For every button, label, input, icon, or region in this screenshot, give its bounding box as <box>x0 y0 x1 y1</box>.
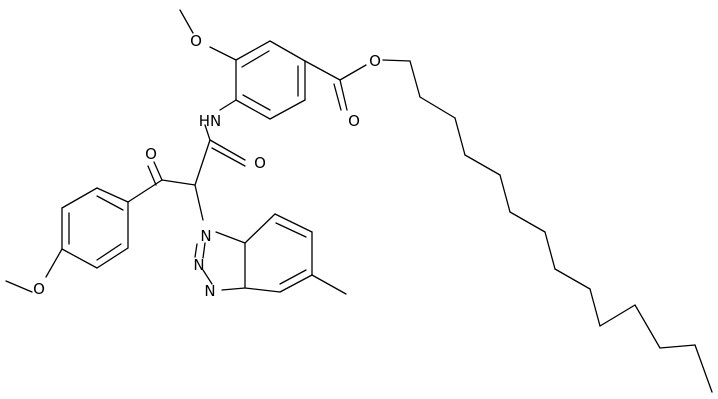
bond <box>96 247 129 269</box>
bond <box>244 213 276 244</box>
bond <box>599 304 636 327</box>
bond <box>96 243 122 261</box>
bond <box>589 288 601 327</box>
bond <box>202 242 206 259</box>
bond <box>235 40 271 61</box>
bond <box>659 344 696 349</box>
bond <box>464 154 501 176</box>
bond <box>96 187 129 203</box>
bond <box>215 231 246 244</box>
bond <box>509 211 546 233</box>
bond <box>202 269 213 285</box>
bond <box>382 59 411 62</box>
bond <box>544 231 556 270</box>
bond <box>45 248 63 278</box>
bond <box>304 60 341 81</box>
bond <box>194 139 211 186</box>
bond <box>279 274 313 293</box>
bond <box>244 287 281 293</box>
bond <box>279 269 307 285</box>
bond <box>161 179 196 186</box>
bond <box>694 344 713 393</box>
bond <box>221 287 246 291</box>
bond <box>275 222 307 238</box>
bond <box>204 124 211 141</box>
bond <box>269 40 306 62</box>
triazole-nitrogen-1: N <box>200 227 211 245</box>
bond <box>554 268 591 290</box>
bond <box>242 94 271 111</box>
methoxy-oxygen-left: O <box>33 280 45 298</box>
bond <box>419 96 456 119</box>
bond <box>339 64 367 81</box>
bond <box>211 147 246 167</box>
bond <box>409 60 421 98</box>
bond <box>634 304 661 349</box>
triazole-nitrogen-2: N <box>193 256 204 274</box>
bond <box>61 248 98 269</box>
bond <box>61 187 98 209</box>
bond <box>209 139 246 161</box>
bond <box>194 243 198 258</box>
ester-carbonyl-oxygen: O <box>348 112 360 130</box>
methoxy-oxygen-top: O <box>190 32 202 50</box>
triazole-nitrogen-3: N <box>204 282 215 300</box>
bond <box>96 195 124 211</box>
ketone-oxygen: O <box>145 145 157 163</box>
bond <box>5 280 33 293</box>
bond <box>179 9 194 34</box>
bond <box>311 274 347 295</box>
bond <box>147 165 157 186</box>
bond <box>209 46 237 61</box>
amide-nh: HN <box>199 112 222 130</box>
amide-oxygen: O <box>254 154 266 172</box>
ester-oxygen: O <box>369 52 381 70</box>
bond <box>153 161 163 181</box>
bond <box>219 99 237 111</box>
bond <box>241 50 270 68</box>
bond <box>274 213 313 233</box>
bond <box>454 117 466 156</box>
bond <box>499 174 511 213</box>
bond <box>235 99 271 120</box>
bond <box>333 83 342 111</box>
bond <box>127 179 163 203</box>
bond <box>339 79 348 111</box>
bond <box>194 184 204 221</box>
bond <box>269 99 306 120</box>
